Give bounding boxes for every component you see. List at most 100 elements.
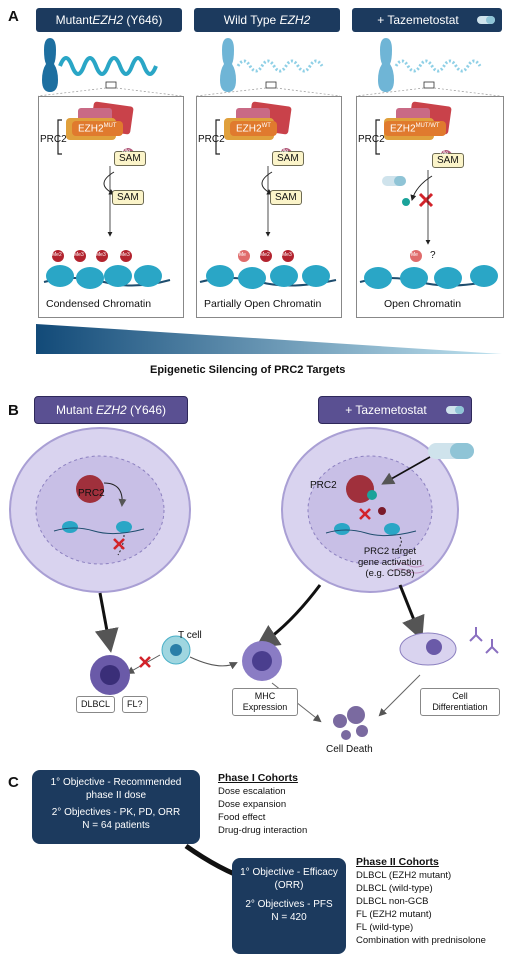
nucleosomes [62, 521, 132, 533]
zoom-lines [37, 87, 501, 96]
phase2-cohorts-list: Phase II Cohorts DLBCL (EZH2 mutant) DLB… [356, 856, 486, 947]
detail-box-mutant [38, 96, 184, 318]
antibody-icons [469, 627, 499, 654]
phase1-objectives-box: 1° Objective - Recommended phase II dose… [32, 770, 200, 844]
phase2-objectives-box: 1° Objective - Efficacy (ORR) 2° Objecti… [232, 858, 346, 954]
me-label: Me [280, 149, 289, 155]
chromatin-fiber-wt [236, 59, 324, 73]
me-label: Me [411, 252, 418, 258]
me-label: Me [440, 151, 449, 157]
chromosome-icon [42, 38, 58, 92]
dlbcl-label: DLBCL [76, 696, 116, 713]
panel-a-letter: A [8, 8, 19, 25]
me2-label: Me2 [260, 252, 270, 258]
gene-activation-label: PRC2 target gene activation (e.g. CD58) [358, 546, 422, 579]
sam-box: SAM [272, 151, 304, 166]
block-x-icon [113, 538, 125, 550]
nucleus-mutant [35, 455, 165, 565]
me-label: Me [239, 252, 246, 258]
detail-box-wt [196, 96, 342, 318]
reaction-arrow [261, 171, 273, 195]
list-item: Food effect [218, 812, 266, 823]
nucleosomes-mutant [43, 265, 171, 289]
silencing-gradient-wedge [36, 324, 502, 354]
prc2-label: PRC2 [40, 134, 67, 145]
zoom-box [423, 81, 435, 89]
ezh2-wt-label: EZH2WT [230, 121, 277, 137]
prc2-blob [346, 475, 374, 503]
gene-name: EZH2 [95, 403, 127, 417]
list-item: Combination with prednisolone [356, 935, 486, 946]
caption-open: Open Chromatin [384, 298, 462, 310]
panel-b-diagram [9, 427, 499, 740]
bracket [57, 119, 62, 155]
phase1-cohorts-list: Phase I Cohorts Dose escalation Dose exp… [218, 772, 307, 837]
list-item: FL (wild-type) [356, 922, 414, 933]
list-item: DLBCL non-GCB [356, 896, 429, 907]
sam-box: SAM [270, 190, 302, 205]
caption-condensed: Condensed Chromatin [46, 298, 152, 310]
list-item: DLBCL (EZH2 mutant) [356, 870, 452, 881]
list-item: FL (EZH2 mutant) [356, 909, 432, 920]
ezh2-mutwt-label: EZH2MUT/WT [384, 121, 446, 137]
block-x-icon [418, 192, 434, 208]
chromatin-fiber-taz [394, 59, 482, 73]
inhibitor-molecule [402, 198, 410, 206]
sam-box: SAM [114, 151, 146, 166]
panel-b-letter: B [8, 402, 19, 419]
reaction-arrow [103, 171, 115, 195]
caption-partial: Partially Open Chromatin [204, 298, 322, 310]
gene-name: EZH2 [92, 13, 123, 27]
tazemetostat-header-a: + Tazemetostat [352, 8, 502, 32]
list-item: Drug-drug interaction [218, 825, 308, 836]
chromosome-icon [378, 38, 394, 92]
header-text: + Tazemetostat [377, 13, 459, 27]
nucleosomes-open [359, 265, 498, 289]
question-mark: ? [430, 250, 436, 261]
header-text: + Tazemetostat [345, 403, 427, 417]
me2-label: Me2 [52, 252, 62, 258]
zoom-box [265, 81, 277, 89]
sam-box: SAM [432, 153, 464, 168]
header-text: Mutant [55, 13, 93, 27]
ezh2-mut-label: EZH2MUT [72, 121, 123, 137]
reaction-arrow [410, 175, 433, 201]
cell-death-icon [333, 706, 368, 740]
header-text: (Y646) [126, 403, 167, 417]
zoom-box [105, 81, 117, 89]
activation-line: gene activation [358, 557, 422, 568]
wildtype-ezh2-header: Wild Type EZH2 [194, 8, 340, 32]
chromosome-icon [220, 38, 236, 92]
chromosome-row [37, 38, 501, 96]
list-item: Dose escalation [218, 786, 286, 797]
prc2-label: PRC2 [78, 488, 105, 499]
phase1-title: Phase I Cohorts [218, 772, 298, 784]
me3-label: Me3 [120, 252, 130, 258]
silencing-label: Epigenetic Silencing of PRC2 Targets [150, 364, 346, 376]
prc2-label: PRC2 [310, 480, 337, 491]
me3-label: Me3 [96, 252, 106, 258]
activation-line: (e.g. CD58) [365, 568, 415, 579]
chromatin-fiber-mutant [58, 56, 158, 76]
me-label: Me [122, 149, 131, 155]
activation-line: PRC2 target [363, 546, 417, 557]
me3-label: Me3 [74, 252, 84, 258]
panel-c-letter: C [8, 774, 19, 791]
fl-label: FL? [122, 696, 148, 713]
tazemetostat-header-b: + Tazemetostat [318, 396, 472, 424]
me3-label: Me3 [282, 252, 292, 258]
mutant-ezh2-header: Mutant EZH2 (Y646) [36, 8, 182, 32]
bracket [375, 119, 380, 155]
pill-icon [428, 443, 474, 459]
prc2-label: PRC2 [358, 134, 385, 145]
header-text: Wild Type [223, 13, 280, 27]
methyl-marks [52, 250, 422, 262]
list-item: Dose expansion [218, 799, 287, 810]
bracket [215, 119, 220, 155]
tcell-label: T cell [178, 630, 202, 641]
phase2-title: Phase II Cohorts [356, 856, 439, 868]
header-text: Mutant [55, 403, 96, 417]
pill-icon [446, 406, 464, 414]
block-x-icon [139, 656, 151, 668]
sam-box: SAM [112, 190, 144, 205]
